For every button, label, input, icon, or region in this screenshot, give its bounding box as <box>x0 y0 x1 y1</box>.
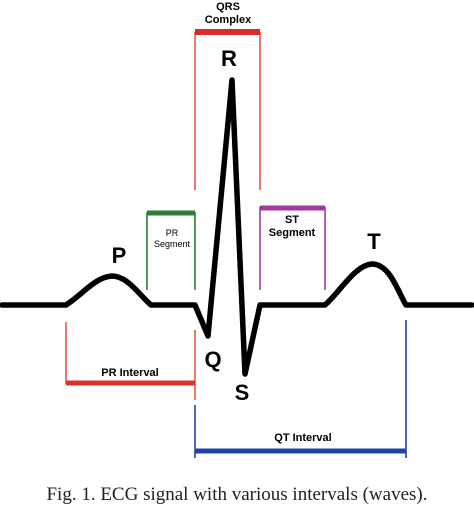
q-wave-label: Q <box>204 347 221 372</box>
r-wave-label: R <box>221 46 237 71</box>
qrs-complex-label-line2: Complex <box>205 14 252 26</box>
p-wave-label: P <box>112 243 127 268</box>
s-wave-label: S <box>235 380 250 405</box>
pr-interval-label: PR Interval <box>101 367 158 379</box>
t-wave-label: T <box>367 229 381 254</box>
qrs-complex-label-line1: QRS <box>216 1 240 13</box>
figure-caption: Fig. 1. ECG signal with various interval… <box>46 484 428 505</box>
st-segment-label-line2: Segment <box>269 227 316 239</box>
pr-segment-label-line1: PR <box>166 228 179 238</box>
ecg-trace <box>0 77 474 377</box>
st-segment-label-line1: ST <box>285 214 299 226</box>
qt-interval-label: QT Interval <box>274 432 331 444</box>
pr-segment-label-line2: Segment <box>154 239 191 249</box>
